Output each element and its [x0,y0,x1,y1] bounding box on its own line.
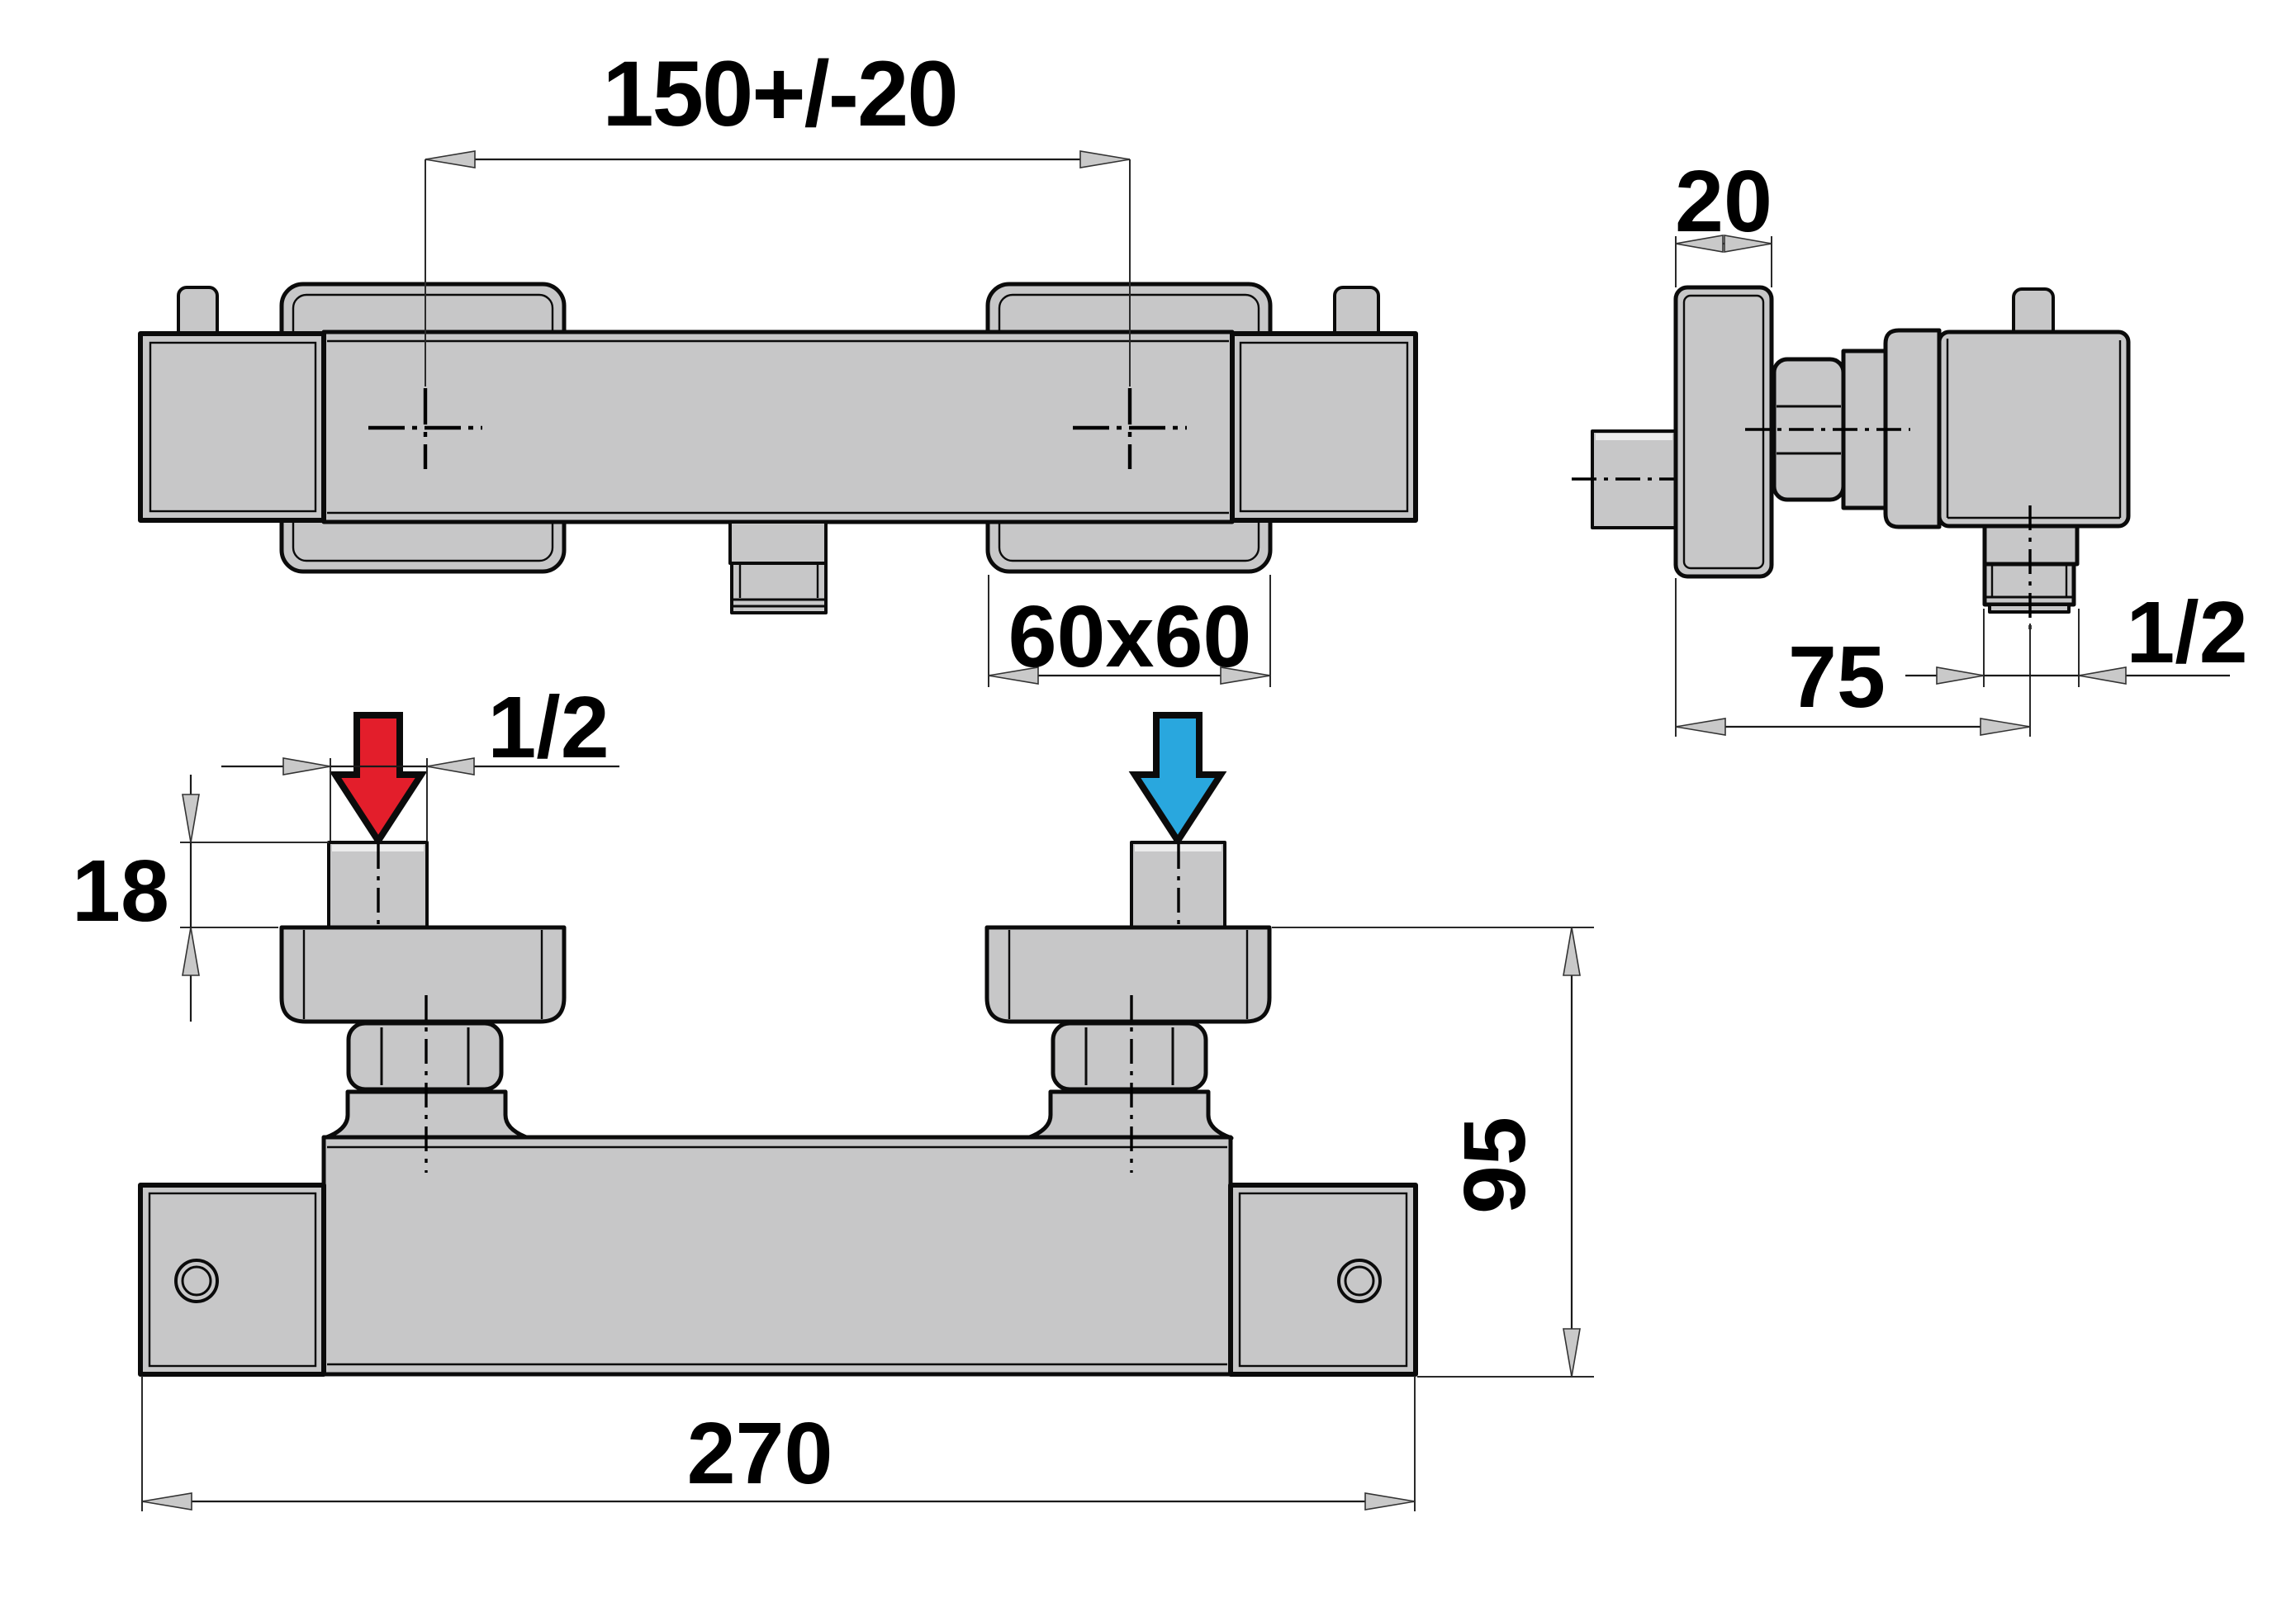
left-inlet-thread [327,841,429,940]
top-view-left-end-cap [138,331,326,523]
top-view: 150+/-20 60x60 [138,42,1418,687]
dim-arrow-left [425,150,476,168]
top-view-right-end-cap [1230,331,1418,523]
dim-block-size-label: 60x60 [1008,588,1252,685]
left-inlet-center-mark [368,388,482,469]
dim-arrow-left [1675,235,1724,253]
dim-arrow-right [1364,1492,1416,1511]
dim-arrow-left [141,1492,192,1511]
side-view: 20 75 1/2 [1572,153,2248,737]
dim-plate-thickness-label: 20 [1675,153,1772,250]
dim-arrow-right [1220,666,1271,685]
dim-total-width-label: 270 [687,1405,833,1502]
side-view-wall-plate [1673,285,1774,579]
dim-outlet-thread-label: 1/2 [2126,584,2247,681]
top-view-outlet-boss [728,520,828,565]
dim-inlet-spacing-label: 150+/-20 [602,42,956,145]
right-union-nut [1051,1021,1208,1092]
dim-inlet-thread: 1/2 [221,679,619,841]
top-view-right-end-cap-bevel [1239,341,1409,513]
dim-outlet-offset: 75 [1675,578,2031,737]
dim-inlet-exposed-length: 18 [72,775,329,1022]
dim-plate-thickness: 20 [1675,153,1772,287]
dim-arrow-right [1980,718,2031,736]
side-view-body-rear-cap [1883,328,1942,529]
dim-inlet-spacing: 150+/-20 [425,42,1131,387]
right-screw-hole-inner [1344,1265,1375,1297]
dim-outlet-thread: 1/2 [1905,584,2248,687]
left-union-cap [279,925,567,1024]
dim-inlet-thread-label: 1/2 [487,679,609,776]
top-view-left-end-cap-bevel [149,341,317,513]
dim-arrow-right [2078,666,2127,685]
dim-body-height: 95 [1272,927,1594,1378]
dim-arrow-right [1724,235,1772,253]
hot-water-arrow-icon [329,712,428,847]
dim-arrow-bottom [1563,1328,1581,1378]
cold-water-arrow-icon [1128,712,1227,847]
side-view-valve-body [1937,330,2131,529]
top-view-outlet-thread [730,562,828,614]
right-union-cap [984,925,1272,1024]
front-view: 1/2 18 95 270 [72,679,1594,1511]
dim-arrow-left [1675,718,1726,736]
dim-body-height-label: 95 [1446,1117,1544,1214]
front-view-bar-body [321,1135,1233,1377]
right-inlet-adapter [1025,1089,1234,1141]
dim-arrow-left [282,757,331,775]
dim-arrow-top [182,794,200,843]
dim-arrow-left [988,666,1039,685]
dim-outlet-offset-label: 75 [1788,628,1886,726]
dim-arrow-top [1563,927,1581,976]
dim-arrow-right [1079,150,1131,168]
right-inlet-thread [1130,841,1226,940]
left-screw-hole-inner [181,1265,212,1297]
dim-total-width: 270 [141,1376,1416,1511]
dim-arrow-left [1936,666,1985,685]
dim-arrow-bottom [182,927,200,976]
front-view-right-end-cap [1228,1183,1418,1377]
dim-block-size: 60x60 [988,575,1271,687]
side-view-inlet-thread [1572,429,1697,529]
right-inlet-center-mark [1073,388,1187,469]
dim-arrow-right [426,757,475,775]
dim-inlet-exposed-label: 18 [72,842,169,940]
front-view-left-end-cap [138,1183,326,1377]
